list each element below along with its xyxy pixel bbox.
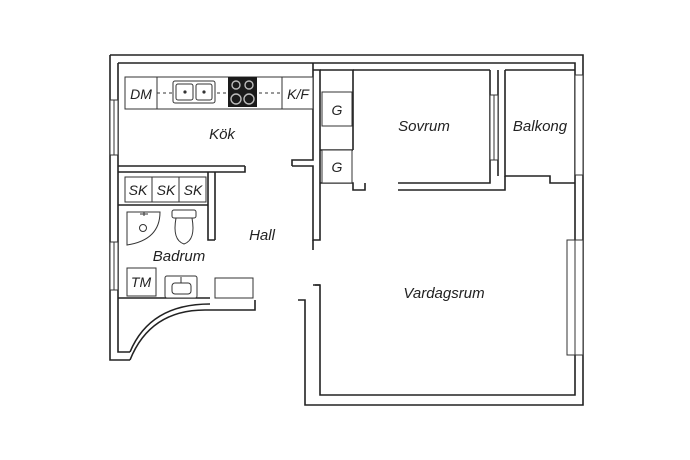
toilet-icon — [171, 209, 197, 245]
dryer-cabinet — [126, 267, 157, 297]
sink-icon — [172, 80, 216, 104]
stove-icon — [228, 77, 257, 107]
kitchen-counter — [124, 76, 314, 110]
shower-icon — [126, 211, 161, 246]
room-label-balcony: Balkong — [513, 118, 568, 135]
windows — [109, 74, 584, 356]
room-label-living-room: Vardagsrum — [403, 285, 484, 302]
dryer-label: TM — [131, 274, 152, 290]
cabinets — [124, 176, 207, 203]
washbasin-icon — [164, 275, 198, 299]
fridge-freezer-label: K/F — [287, 86, 310, 102]
cabinet-label-3: SK — [184, 182, 203, 198]
interior-walls — [118, 63, 575, 299]
wardrobe-label-1: G — [332, 102, 343, 118]
room-label-bathroom: Badrum — [153, 248, 206, 265]
room-label-bedroom: Sovrum — [398, 118, 450, 135]
cabinet-label-2: SK — [157, 182, 176, 198]
dishwasher-label: DM — [130, 86, 152, 102]
hall-bench — [214, 277, 254, 299]
cabinet-label-1: SK — [129, 182, 148, 198]
room-label-hall: Hall — [249, 227, 276, 244]
wardrobe-label-2: G — [332, 159, 343, 175]
room-label-kitchen: Kök — [209, 126, 236, 143]
wardrobes — [321, 91, 353, 184]
